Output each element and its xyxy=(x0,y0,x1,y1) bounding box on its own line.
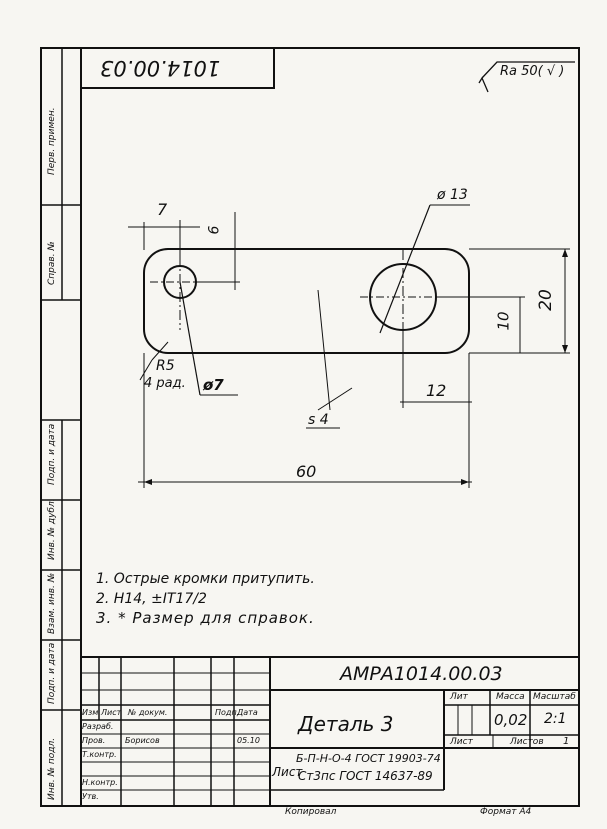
dim-phi7: ø7 xyxy=(203,376,224,394)
hdr-massa: Масса xyxy=(496,692,525,702)
dim-r5: R5 xyxy=(156,358,175,374)
side-sprav: Справ. № xyxy=(47,241,57,285)
side-podp-data-1: Подп. и дата xyxy=(47,423,57,485)
top-doc-code: 1014.00.03 xyxy=(100,56,221,80)
side-inv-podl: Инв. № подл. xyxy=(47,737,57,800)
material-line-2: Ст3пс ГОСТ 14637-89 xyxy=(298,769,433,783)
masshtab-value: 2:1 xyxy=(544,711,567,727)
format-label: Формат А4 xyxy=(480,807,532,817)
hdr-lit: Лит xyxy=(450,692,468,702)
roughness-label: Ra 50( √ ) xyxy=(500,64,565,79)
sheet-frame xyxy=(40,47,580,807)
hdr-list: Лист xyxy=(101,708,122,717)
listov-label: Листов xyxy=(510,737,544,747)
row-prov: Пров. xyxy=(82,736,106,745)
row-tkontr: Т.контр. xyxy=(82,750,117,759)
dim-d13: ø 13 xyxy=(437,187,468,203)
title-block xyxy=(81,656,579,806)
hdr-masshtab: Масштаб xyxy=(533,692,576,702)
dim-r5-note: 4 рад. xyxy=(144,376,186,391)
part-outline xyxy=(143,248,470,354)
note-2: 2. H14, ±IT17/2 xyxy=(96,591,207,607)
dim-20: 20 xyxy=(535,289,556,311)
prov-name: Борисов xyxy=(125,736,160,745)
dim-6: 6 xyxy=(206,225,223,235)
side-podp-data-2: Подп. и дата xyxy=(47,642,57,704)
material-label: Лист xyxy=(272,765,303,779)
dim-60: 60 xyxy=(296,462,317,481)
list-label: Лист xyxy=(450,737,473,747)
note-1: 1. Острые кромки притупить. xyxy=(96,571,315,587)
hdr-data: Дата xyxy=(237,708,258,717)
roughness-symbol xyxy=(478,61,575,93)
dim-7: 7 xyxy=(157,200,168,219)
row-razrab: Разраб. xyxy=(82,722,114,731)
prov-date: 05.10 xyxy=(237,736,260,745)
massa-value: 0,02 xyxy=(494,711,528,729)
side-perv-primen: Перв. примен. xyxy=(47,107,57,175)
hdr-izm: Изм xyxy=(82,708,99,717)
title-part-name: Деталь 3 xyxy=(298,712,394,736)
title-doc-code: АМРА1014.00.03 xyxy=(340,663,503,685)
dim-10: 10 xyxy=(494,311,513,331)
row-utv: Утв. xyxy=(82,792,99,801)
note-3: 3. * Размер для справок. xyxy=(96,609,315,627)
dim-12: 12 xyxy=(426,381,447,400)
listov-value: 1 xyxy=(563,736,570,747)
hdr-podp: Подп. xyxy=(215,708,240,717)
row-nkontr: Н.контр. xyxy=(82,778,118,787)
side-inv-dubl: Инв. № дубл. xyxy=(47,498,57,560)
hdr-docum: № докум. xyxy=(128,708,168,717)
side-vzam-inv: Взам. инв. № xyxy=(47,572,57,634)
dim-thickness: s 4 xyxy=(308,412,329,428)
material-line-1: Б-П-Н-О-4 ГОСТ 19903-74 xyxy=(296,752,441,765)
top-code-box xyxy=(80,47,275,89)
kopiroval-label: Копировал xyxy=(285,807,337,817)
